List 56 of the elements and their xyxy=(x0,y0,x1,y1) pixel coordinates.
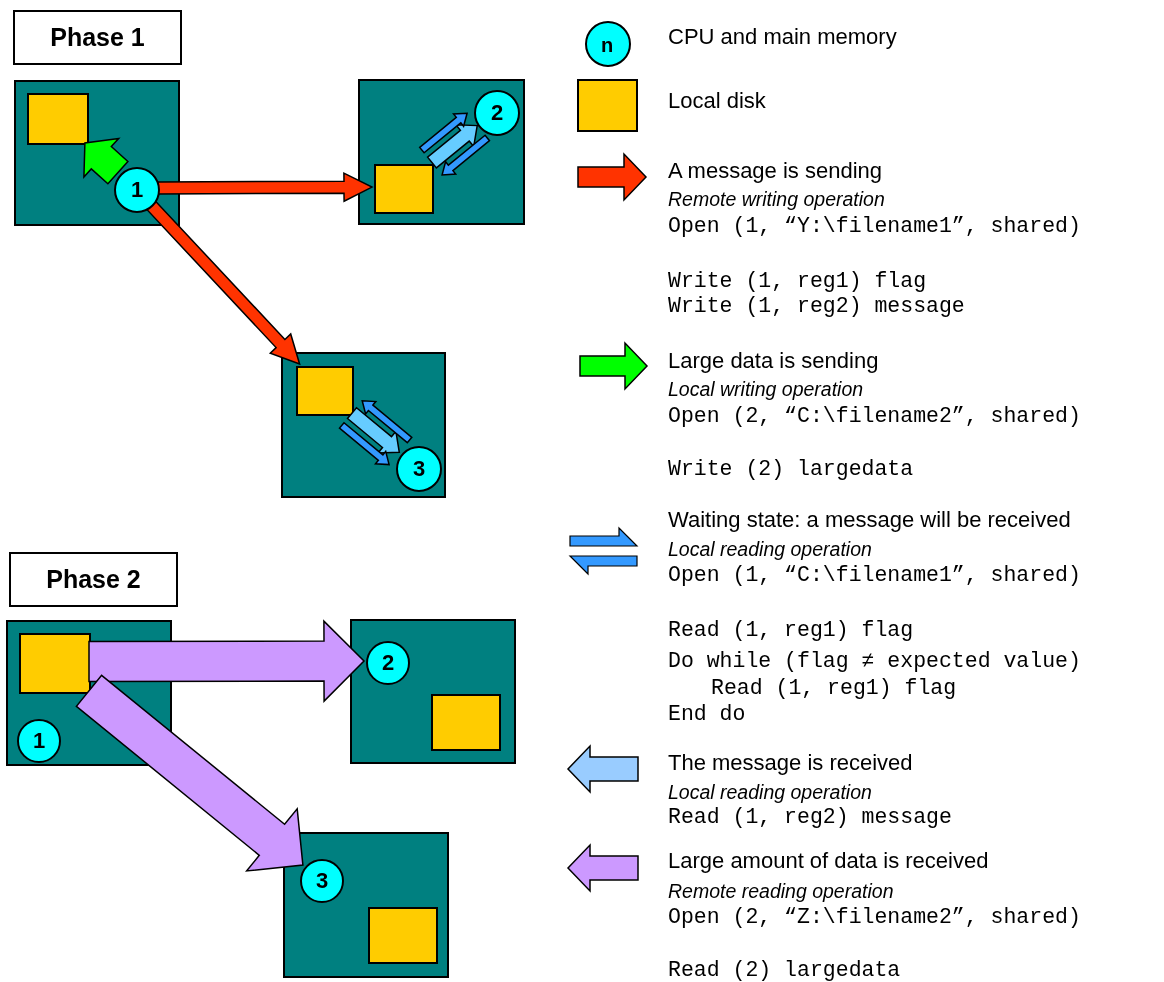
computer-box xyxy=(283,832,449,978)
operation-caption: Local reading operation xyxy=(668,780,872,804)
code-line: Read (1, reg2) message xyxy=(668,804,952,830)
code-line: Open (1, “C:\filename1”, shared) xyxy=(668,562,1081,588)
block-arrow xyxy=(426,124,479,169)
block-arrow xyxy=(361,400,413,444)
cpu-circle: 1 xyxy=(114,167,160,213)
computer-box xyxy=(358,79,525,225)
legend-text: The message is received xyxy=(668,750,913,776)
block-arrow xyxy=(441,134,491,176)
disk-square xyxy=(368,907,438,964)
legend-text: A message is sending xyxy=(668,158,883,184)
cpu-circle: 2 xyxy=(366,641,410,685)
cpu-circle: 3 xyxy=(396,446,442,492)
block-arrow xyxy=(418,112,469,154)
block-arrow xyxy=(346,406,401,454)
disk-square xyxy=(296,366,354,416)
legend-text: Large data is sending xyxy=(668,348,879,374)
computer-box xyxy=(350,619,516,764)
block-arrow xyxy=(75,674,304,872)
code-line: Write (1, reg2) message xyxy=(668,293,965,319)
disk-square xyxy=(19,633,91,694)
symbol-letter: n xyxy=(601,33,614,57)
code-line: Write (1, reg1) flag xyxy=(668,268,927,294)
code-line: Read (1, reg1) flag xyxy=(711,675,957,701)
disk-square xyxy=(27,93,89,145)
operation-caption: Remote reading operation xyxy=(668,879,894,903)
code-line: Do while (flag ≠ expected value) xyxy=(668,648,1081,674)
computer-box xyxy=(14,80,180,226)
legend-text: CPU and main memory xyxy=(668,24,897,50)
operation-caption: Local reading operation xyxy=(668,537,872,561)
code-line: Open (1, “Y:\filename1”, shared) xyxy=(668,213,1081,239)
operation-caption: Remote writing operation xyxy=(668,187,885,211)
block-arrow xyxy=(145,199,301,366)
block-arrow xyxy=(157,172,374,203)
code-line: Open (2, “C:\filename2”, shared) xyxy=(668,403,1081,429)
phase-title-box: Phase 2 xyxy=(9,552,178,607)
disk-square xyxy=(431,694,501,751)
legend-text: Large amount of data is received xyxy=(668,848,989,874)
phase-title-box: Phase 1 xyxy=(13,10,182,65)
operation-caption: Local writing operation xyxy=(668,377,864,401)
cpu-circle: 1 xyxy=(17,719,61,763)
code-line: End do xyxy=(668,701,746,727)
code-line: Write (2) largedata xyxy=(668,456,914,482)
code-line: Open (2, “Z:\filename2”, shared) xyxy=(668,904,1081,930)
cpu-circle: 3 xyxy=(300,859,344,903)
disk-square xyxy=(374,164,434,214)
block-arrow xyxy=(83,137,129,185)
code-line: Read (2) largedata xyxy=(668,957,901,982)
legend-text: Local disk xyxy=(668,88,766,114)
block-arrow xyxy=(338,421,391,466)
code-line: Read (1, reg1) flag xyxy=(668,617,914,643)
computer-box xyxy=(281,352,446,498)
legend-text: Waiting state: a message will be received xyxy=(668,507,1071,533)
block-arrow xyxy=(88,619,366,703)
cpu-circle: 2 xyxy=(474,90,520,136)
